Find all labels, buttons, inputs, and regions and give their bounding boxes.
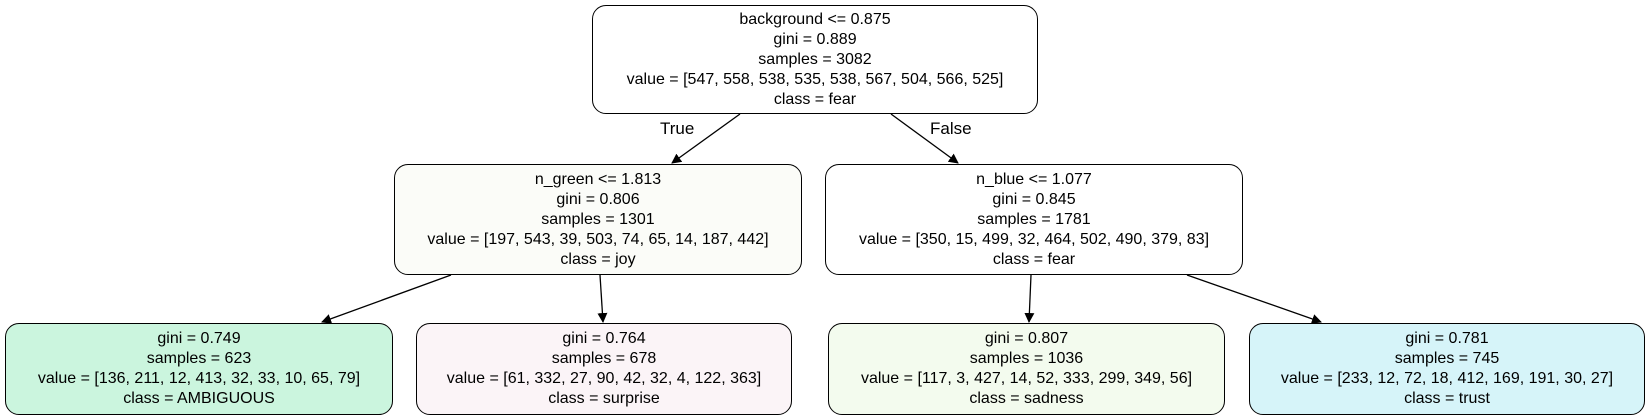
node-value: value = [117, 3, 427, 14, 52, 333, 299, …: [860, 370, 1193, 387]
node-class: class = AMBIGUOUS: [123, 390, 275, 407]
node-gini: gini = 0.781: [1405, 330, 1489, 347]
edge-root-to-left: [671, 113, 741, 164]
node-class: class = fear: [773, 90, 857, 108]
node-split: background <= 0.875: [739, 10, 891, 28]
node-gini: gini = 0.845: [992, 190, 1076, 208]
node-samples: samples = 623: [146, 350, 252, 367]
edge-right-to-right-right: [1186, 274, 1322, 324]
node-samples: samples = 745: [1394, 350, 1500, 367]
tree-leaf-left-right: gini = 0.764 samples = 678 value = [61, …: [416, 323, 792, 415]
node-gini: gini = 0.764: [562, 330, 646, 347]
edge-left-to-left-right: [597, 274, 608, 323]
tree-leaf-right-left: gini = 0.807 samples = 1036 value = [117…: [828, 323, 1225, 415]
node-value: value = [547, 558, 538, 535, 538, 567, 5…: [626, 70, 1004, 88]
node-samples: samples = 3082: [758, 50, 872, 68]
tree-leaf-right-right: gini = 0.781 samples = 745 value = [233,…: [1249, 323, 1645, 415]
node-class: class = joy: [560, 250, 636, 268]
node-gini: gini = 0.749: [157, 330, 241, 347]
node-class: class = sadness: [969, 390, 1084, 407]
tree-leaf-left-left: gini = 0.749 samples = 623 value = [136,…: [5, 323, 393, 415]
tree-node-right: n_blue <= 1.077 gini = 0.845 samples = 1…: [825, 164, 1243, 275]
tree-node-left: n_green <= 1.813 gini = 0.806 samples = …: [394, 164, 802, 275]
node-gini: gini = 0.807: [984, 330, 1069, 347]
node-split: n_green <= 1.813: [534, 170, 662, 188]
edge-left-to-left-left: [321, 274, 452, 324]
edge-right-to-right-left: [1024, 274, 1035, 323]
node-value: value = [197, 543, 39, 503, 74, 65, 14, …: [427, 230, 769, 248]
node-class: class = fear: [992, 250, 1076, 268]
edge-label-true: True: [660, 119, 695, 138]
node-class: class = surprise: [548, 390, 660, 407]
edge-label-false: False: [930, 119, 972, 138]
node-samples: samples = 678: [551, 350, 657, 367]
node-split: n_blue <= 1.077: [976, 170, 1092, 188]
node-class: class = trust: [1404, 390, 1490, 407]
node-samples: samples = 1036: [969, 350, 1084, 367]
node-value: value = [61, 332, 27, 90, 42, 32, 4, 122…: [446, 370, 762, 387]
node-samples: samples = 1781: [977, 210, 1091, 228]
node-value: value = [233, 12, 72, 18, 412, 169, 191,…: [1280, 370, 1614, 387]
node-gini: gini = 0.806: [556, 190, 640, 208]
edge-root-to-right: [890, 113, 959, 164]
tree-node-root: background <= 0.875 gini = 0.889 samples…: [592, 5, 1038, 114]
node-value: value = [136, 211, 12, 413, 32, 33, 10, …: [37, 370, 361, 387]
node-samples: samples = 1301: [541, 210, 655, 228]
node-gini: gini = 0.889: [773, 30, 857, 48]
node-value: value = [350, 15, 499, 32, 464, 502, 490…: [858, 230, 1210, 248]
